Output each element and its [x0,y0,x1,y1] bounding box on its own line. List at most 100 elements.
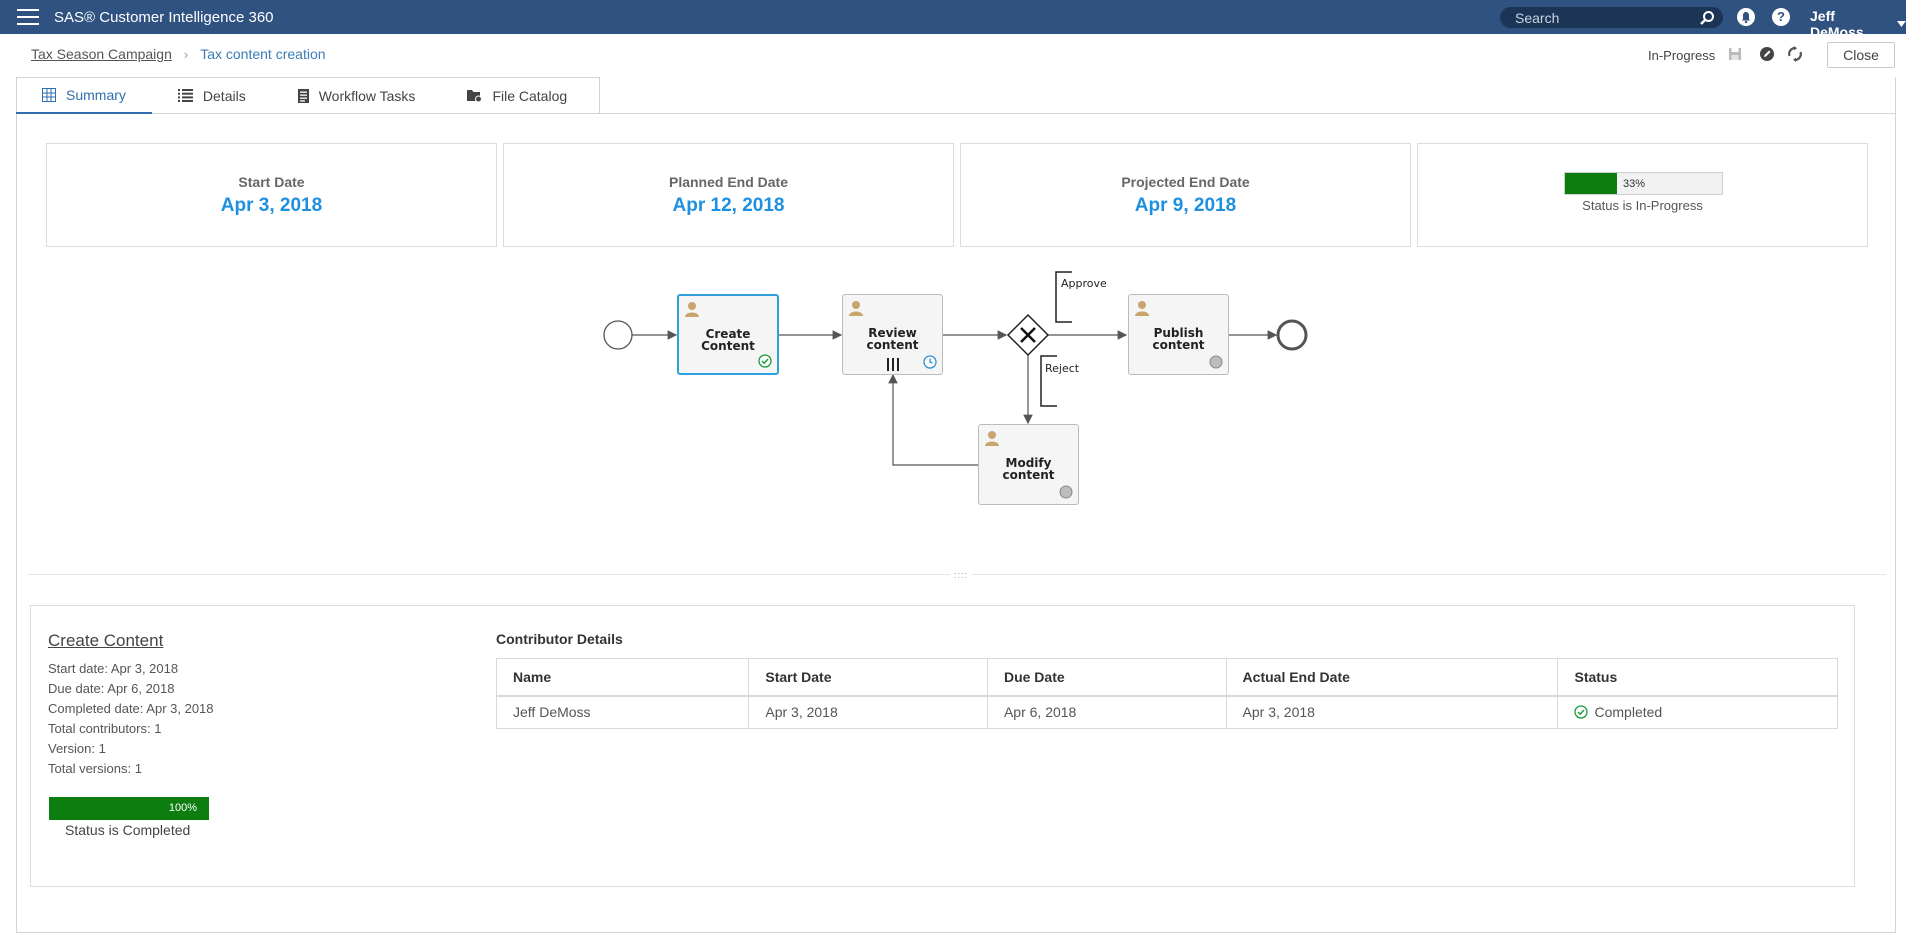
tab-summary[interactable]: Summary [16,77,152,114]
chevron-down-icon [1897,21,1906,27]
task-status-text: Status is Completed [65,822,191,838]
progress-status: Status is In-Progress [1582,198,1703,213]
contributor-table: Name Start Date Due Date Actual End Date… [495,658,1838,729]
save-icon[interactable] [1727,46,1743,62]
user-menu[interactable]: Jeff DeMoss [1810,8,1906,40]
status-label: Completed [1594,704,1663,721]
column-header-due-date[interactable]: Due Date [986,658,1227,697]
check-circle-icon [1574,705,1589,719]
tabs-border [16,77,600,78]
card-label: Projected End Date [1121,174,1250,190]
exclusive-gateway-icon [1006,313,1050,357]
card-label: Start Date [238,174,305,190]
check-circle-icon [758,354,772,368]
search-icon[interactable] [1699,10,1715,26]
folder-icon [467,90,483,102]
edit-icon[interactable] [1759,46,1775,62]
column-header-status[interactable]: Status [1557,658,1838,697]
progress-percent: 100% [168,802,197,814]
cell-name: Jeff DeMoss [495,695,750,729]
detail-start-date: Start date: Apr 3, 2018 [48,661,179,676]
task-progress-bar: 100% [49,797,209,820]
tab-label: Workflow Tasks [318,87,416,104]
hamburger-menu-icon[interactable] [17,9,39,25]
detail-due-date: Due date: Apr 6, 2018 [48,681,175,696]
not-started-icon [1209,355,1223,369]
breadcrumb-current: Tax content creation [200,46,326,62]
breadcrumb-parent-link[interactable]: Tax Season Campaign [31,46,172,62]
task-detail-panel: Create Content Start date: Apr 3, 2018 D… [30,605,1855,887]
card-label: Planned End Date [668,174,789,190]
card-value: Apr 3, 2018 [220,195,323,216]
grid-icon [42,87,56,102]
approve-label: Approve [1061,277,1107,290]
detail-version: Version: 1 [48,741,106,756]
user-icon [985,431,999,446]
tab-details[interactable]: Details [152,77,272,114]
workflow-connectors [603,271,1308,466]
start-event [603,320,633,350]
search-input[interactable] [1515,9,1685,26]
content-frame [16,77,1896,933]
clock-icon [923,355,937,369]
cell-start-date: Apr 3, 2018 [748,695,988,729]
status-text: In-Progress [1648,48,1716,63]
breadcrumb: Tax Season Campaign › Tax content creati… [31,46,326,62]
progress-percent: 33% [1623,178,1646,190]
details-list-icon [177,89,193,102]
tab-label: File Catalog [492,87,568,104]
notifications-icon[interactable] [1737,8,1755,26]
task-title-link[interactable]: Create Content [48,631,164,650]
tab-workflow-tasks[interactable]: Workflow Tasks [272,77,442,114]
close-button[interactable]: Close [1827,42,1895,68]
tab-file-catalog[interactable]: File Catalog [441,77,593,114]
tabs-border [16,77,17,114]
chevron-right-icon: › [183,46,189,62]
user-icon [849,301,863,316]
card-value: Apr 9, 2018 [1134,195,1237,216]
not-started-icon [1059,485,1073,499]
search-box [1500,7,1723,28]
tab-label: Summary [66,86,126,103]
reject-label: Reject [1045,362,1080,375]
splitter-grip-icon[interactable]: :::: [950,570,973,580]
progress-card: 33% Status is In-Progress [1417,143,1868,247]
cell-status: Completed [1557,695,1838,729]
planned-end-date-card: Planned End Date Apr 12, 2018 [503,143,954,247]
tabs-underline [16,113,1896,114]
end-event [1276,319,1308,351]
tab-bar: Summary Details Workflow Tasks File Cata… [16,77,593,114]
tabs-border [599,77,600,114]
detail-total-contributors: Total contributors: 1 [48,721,162,736]
top-bar: SAS® Customer Intelligence 360 ? Jeff De… [0,0,1906,40]
progress-fill [1565,173,1617,194]
task-list-icon [297,88,309,103]
user-icon [1135,301,1149,316]
detail-total-versions: Total versions: 1 [48,761,142,776]
refresh-icon[interactable] [1787,46,1803,62]
table-row[interactable]: Jeff DeMoss Apr 3, 2018 Apr 6, 2018 Apr … [495,695,1838,729]
task-detail-info: Start date: Apr 3, 2018 Due date: Apr 6,… [48,659,214,779]
column-header-actual-end-date[interactable]: Actual End Date [1225,658,1559,697]
detail-completed-date: Completed date: Apr 3, 2018 [48,701,214,716]
contributor-details-title: Contributor Details [496,631,623,647]
cell-due-date: Apr 6, 2018 [986,695,1227,729]
column-header-name[interactable]: Name [495,658,750,697]
help-icon[interactable]: ? [1772,8,1790,26]
card-value: Apr 12, 2018 [672,195,785,216]
tab-label: Details [202,87,246,104]
table-header-row: Name Start Date Due Date Actual End Date… [495,658,1838,697]
start-date-card: Start Date Apr 3, 2018 [46,143,497,247]
app-title: SAS® Customer Intelligence 360 [54,8,274,26]
projected-end-date-card: Projected End Date Apr 9, 2018 [960,143,1411,247]
column-header-start-date[interactable]: Start Date [748,658,988,697]
user-icon [685,302,699,317]
